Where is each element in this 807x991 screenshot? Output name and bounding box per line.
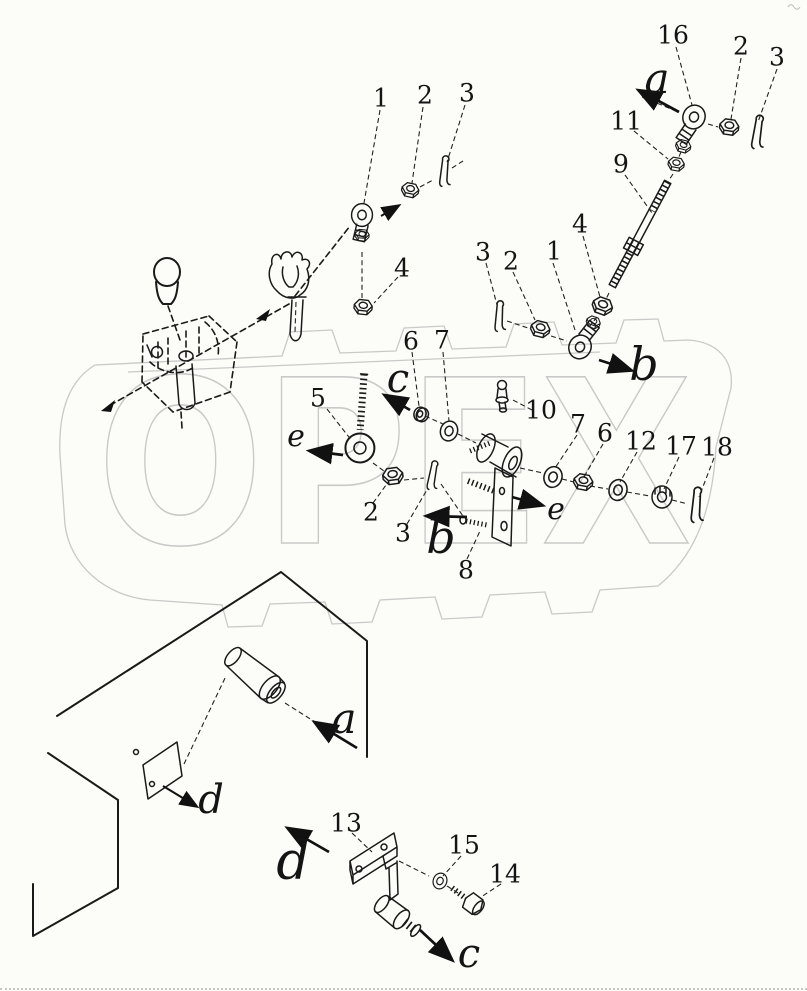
cotter-pin-3-top: [438, 154, 454, 188]
part-label-3-ctr: 3: [395, 518, 411, 548]
bolt-14: [450, 885, 485, 916]
view-label-d-bottom: d: [276, 832, 310, 892]
view-arrow-c-bottom: [419, 929, 455, 963]
part-label-6-left: 6: [403, 326, 419, 356]
console-box: [32, 571, 368, 937]
castle-nut-17: [651, 485, 673, 509]
part-label-1-mid: 1: [546, 236, 562, 266]
washer-15: [430, 870, 450, 892]
part-label-10: 10: [525, 395, 557, 425]
mounting-plate-d: [132, 675, 227, 800]
nut-2-top-right: [717, 117, 741, 137]
axis-dashes-top: [419, 160, 464, 188]
nut-4-upper-right: [589, 294, 616, 318]
page-bottom-border: [0, 988, 807, 990]
part-label-2-mid: 2: [503, 246, 519, 276]
corner-smudge: [787, 4, 801, 10]
view-label-d-plate: d: [198, 777, 224, 823]
assembly-arrow-top: [380, 203, 402, 222]
part-label-3-tr: 3: [769, 42, 785, 72]
lever-bracket: [466, 433, 523, 547]
cotter-pin-3-right: [494, 299, 508, 333]
eye-bolt-5: [344, 373, 376, 464]
part-label-18: 18: [701, 432, 733, 462]
part-label-8: 8: [458, 555, 474, 585]
part-label-14: 14: [489, 859, 521, 889]
part-label-5: 5: [310, 383, 326, 413]
view-label-c-bottom: c: [457, 931, 481, 977]
part-label-11: 11: [610, 106, 642, 136]
watermark: OPEX: [59, 4, 801, 628]
nut-11: [666, 155, 686, 173]
part-label-4-tr: 4: [572, 209, 588, 239]
part-label-4-top: 4: [394, 253, 410, 283]
part-label-6-right: 6: [597, 418, 613, 448]
view-arrow-c-middle: [381, 393, 411, 417]
view-label-a-top: a: [644, 54, 670, 103]
view-arrow-b-right: [598, 353, 636, 374]
part-label-2-ctr: 2: [363, 497, 379, 527]
part-label-12: 12: [625, 426, 657, 456]
part-label-16: 16: [657, 20, 689, 50]
part-label-7-right: 7: [570, 409, 586, 439]
view-label-b-right: b: [629, 337, 659, 391]
view-arrow-a-bottom: [311, 720, 358, 750]
hidden-connection-lines: [101, 225, 351, 412]
part-label-13: 13: [330, 808, 362, 838]
watermark-text: OPEX: [97, 331, 692, 597]
view-arrow-d-plate: [162, 785, 200, 809]
axis-dashes-middle: [372, 415, 689, 517]
axis-dashes-bottom: [398, 860, 459, 894]
view-arrow-b-middle: [422, 505, 468, 528]
claw-lever: [268, 251, 311, 342]
view-arrow-e-right: [511, 488, 547, 510]
view-arrow-a-top: [635, 88, 680, 114]
part-label-9: 9: [613, 149, 629, 179]
part-label-1-top: 1: [373, 83, 389, 113]
axis-dashes-right: [506, 320, 568, 342]
view-label-a-bottom: a: [331, 694, 357, 743]
grease-fitting-10: [495, 379, 509, 413]
axis-dashes-top-right: [588, 96, 719, 328]
bracket-13: [349, 832, 422, 938]
console-pin: [224, 646, 286, 704]
part-label-7-left: 7: [434, 325, 450, 355]
lever-assembly: [141, 257, 238, 429]
view-label-b-middle: b: [426, 510, 456, 564]
part-label-3-mid: 3: [475, 237, 491, 267]
view-arrow-e-left: [305, 442, 344, 465]
part-label-2-top: 2: [417, 80, 433, 110]
view-label-e-right: e: [547, 492, 565, 527]
view-arrow-d-bottom: [284, 826, 330, 854]
nut-2-top: [399, 181, 421, 200]
view-label-c-middle: c: [386, 356, 410, 402]
leader-lines: [326, 46, 778, 898]
part-label-3-top: 3: [459, 78, 475, 108]
part-label-17: 17: [665, 431, 697, 461]
part-label-15: 15: [448, 830, 480, 860]
rod-end-1-top: [349, 202, 374, 298]
nut-4-top: [352, 298, 374, 316]
rod-end-16: [671, 100, 710, 155]
part-label-2-tr: 2: [733, 31, 749, 61]
threaded-rod-9: [608, 179, 672, 289]
view-label-e-left: e: [287, 419, 305, 454]
